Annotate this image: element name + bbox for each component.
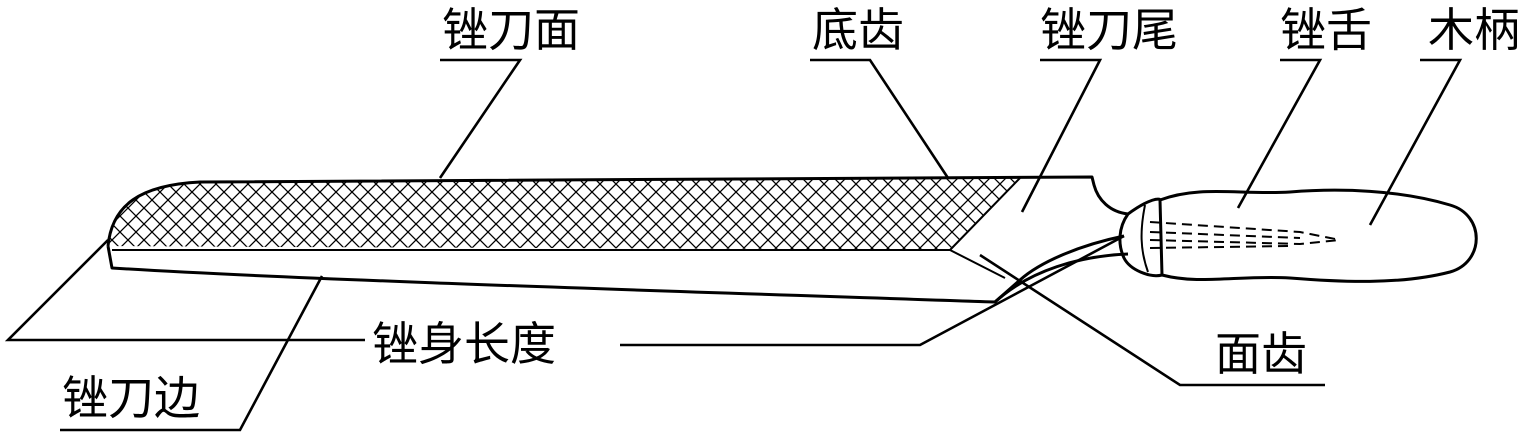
leader-file-tang [1236, 58, 1323, 209]
leader-body-length-left [4, 239, 365, 342]
label-wooden-handle: 木柄 [1428, 3, 1520, 57]
label-face-teeth: 面齿 [1215, 327, 1307, 381]
label-body-length: 锉身长度 [372, 317, 556, 371]
leader-body-length-right [620, 234, 1125, 347]
tang-lower [993, 252, 1129, 304]
leader-file-tail [1020, 58, 1103, 213]
file-face-hatch [108, 178, 1020, 250]
file-blade-outline [106, 175, 1129, 247]
leader-face-teeth [979, 253, 1325, 387]
label-bottom-teeth: 底齿 [812, 3, 904, 57]
file-edge-outline [106, 245, 1021, 304]
leader-file-face [438, 58, 523, 179]
leader-file-edge [60, 275, 324, 432]
leader-wooden-handle [1368, 58, 1463, 226]
tang-upper [1018, 234, 1125, 282]
ferrule-line [1140, 204, 1149, 273]
label-file-face: 锉刀面 [442, 3, 580, 57]
label-file-edge: 锉刀边 [62, 371, 200, 425]
tang-hidden [1149, 221, 1341, 249]
tail-slope-line [949, 177, 1021, 251]
label-file-tang: 锉舌 [1280, 3, 1372, 57]
leader-bottom-teeth [810, 58, 950, 179]
wooden-handle [1159, 188, 1478, 283]
tail-bevel [949, 249, 1006, 279]
label-file-tail: 锉刀尾 [1040, 3, 1178, 57]
